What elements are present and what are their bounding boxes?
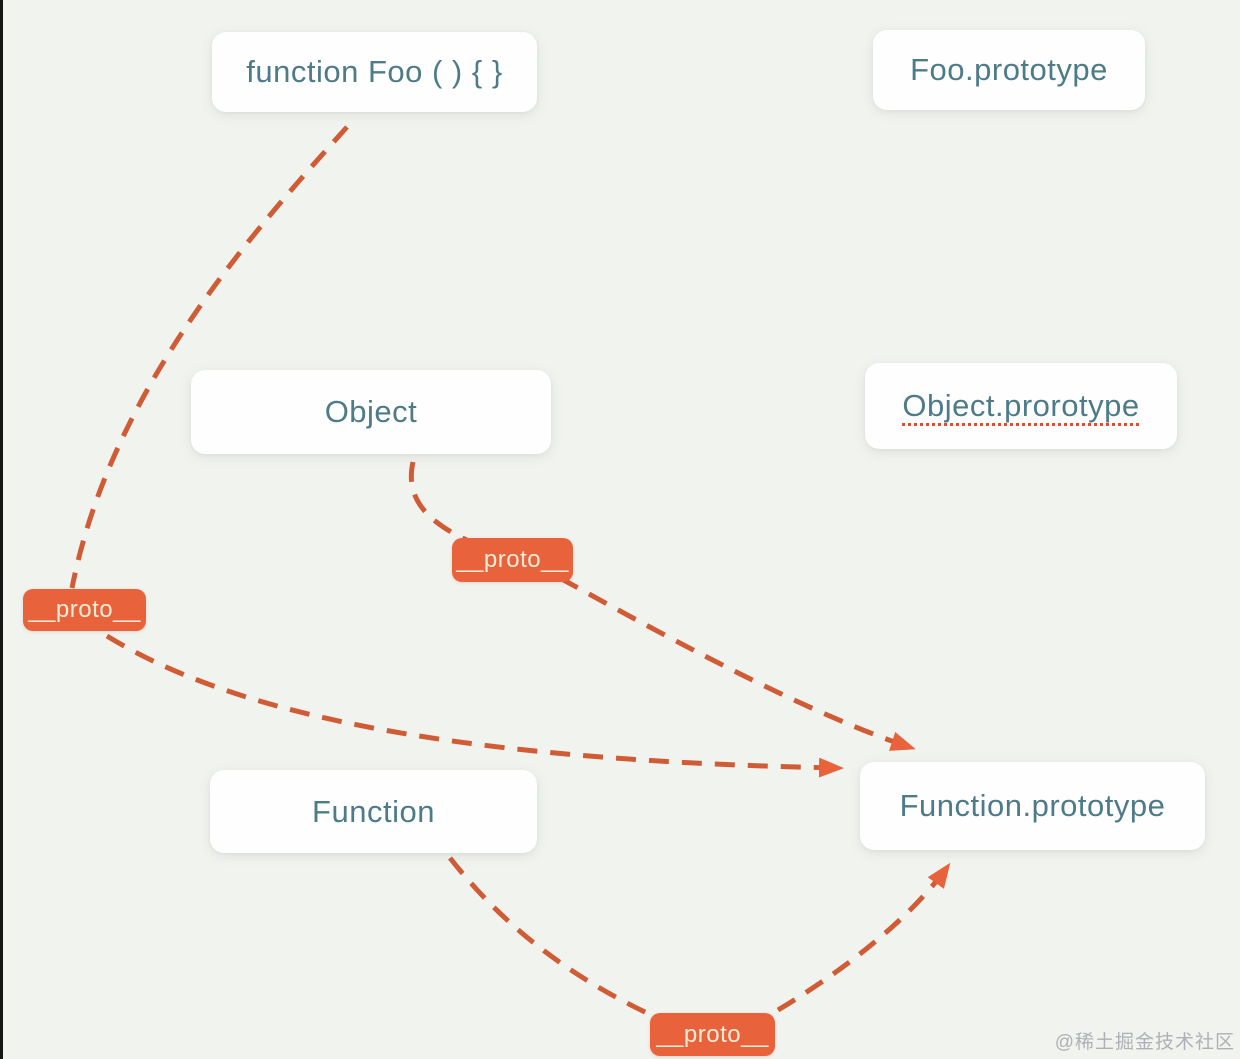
node-object-prototype: Object.prorotype [865,363,1177,449]
node-object-label: Object [324,394,418,429]
node-function-label: Function [312,793,435,829]
proto-badge-bottom: __proto__ [650,1013,775,1056]
proto-badge-middle-label: __proto__ [456,546,569,573]
arrow-proto-left-to-function-prototype [105,633,844,778]
arrow-proto-bottom-to-function-prototype [776,862,951,1013]
arrow-foo-to-proto-left [69,125,349,589]
node-function-prototype-label: Function.prototype [899,788,1166,823]
node-object-prototype-label: Object.prorotype [902,388,1140,423]
proto-badge-left: __proto__ [23,589,146,631]
arrow-object-to-proto-middle [409,461,481,549]
node-object: Object [191,370,551,454]
node-function-prototype: Function.prototype [860,762,1205,850]
node-foo-prototype: Foo.prototype [873,30,1145,110]
node-function: Function [210,770,537,853]
node-foo-prototype-label: Foo.prototype [910,52,1108,87]
left-edge-strip [0,0,3,1059]
proto-badge-bottom-label: __proto__ [656,1020,769,1048]
node-function-foo-label: function Foo ( ) { } [246,54,503,89]
proto-badge-middle: __proto__ [452,538,573,582]
proto-badge-left-label: __proto__ [28,596,141,623]
node-function-foo: function Foo ( ) { } [212,32,537,112]
arrow-function-to-proto-bottom [448,856,664,1023]
arrow-proto-middle-to-function-prototype [558,575,916,751]
watermark: @稀土掘金技术社区 [1054,1032,1235,1053]
